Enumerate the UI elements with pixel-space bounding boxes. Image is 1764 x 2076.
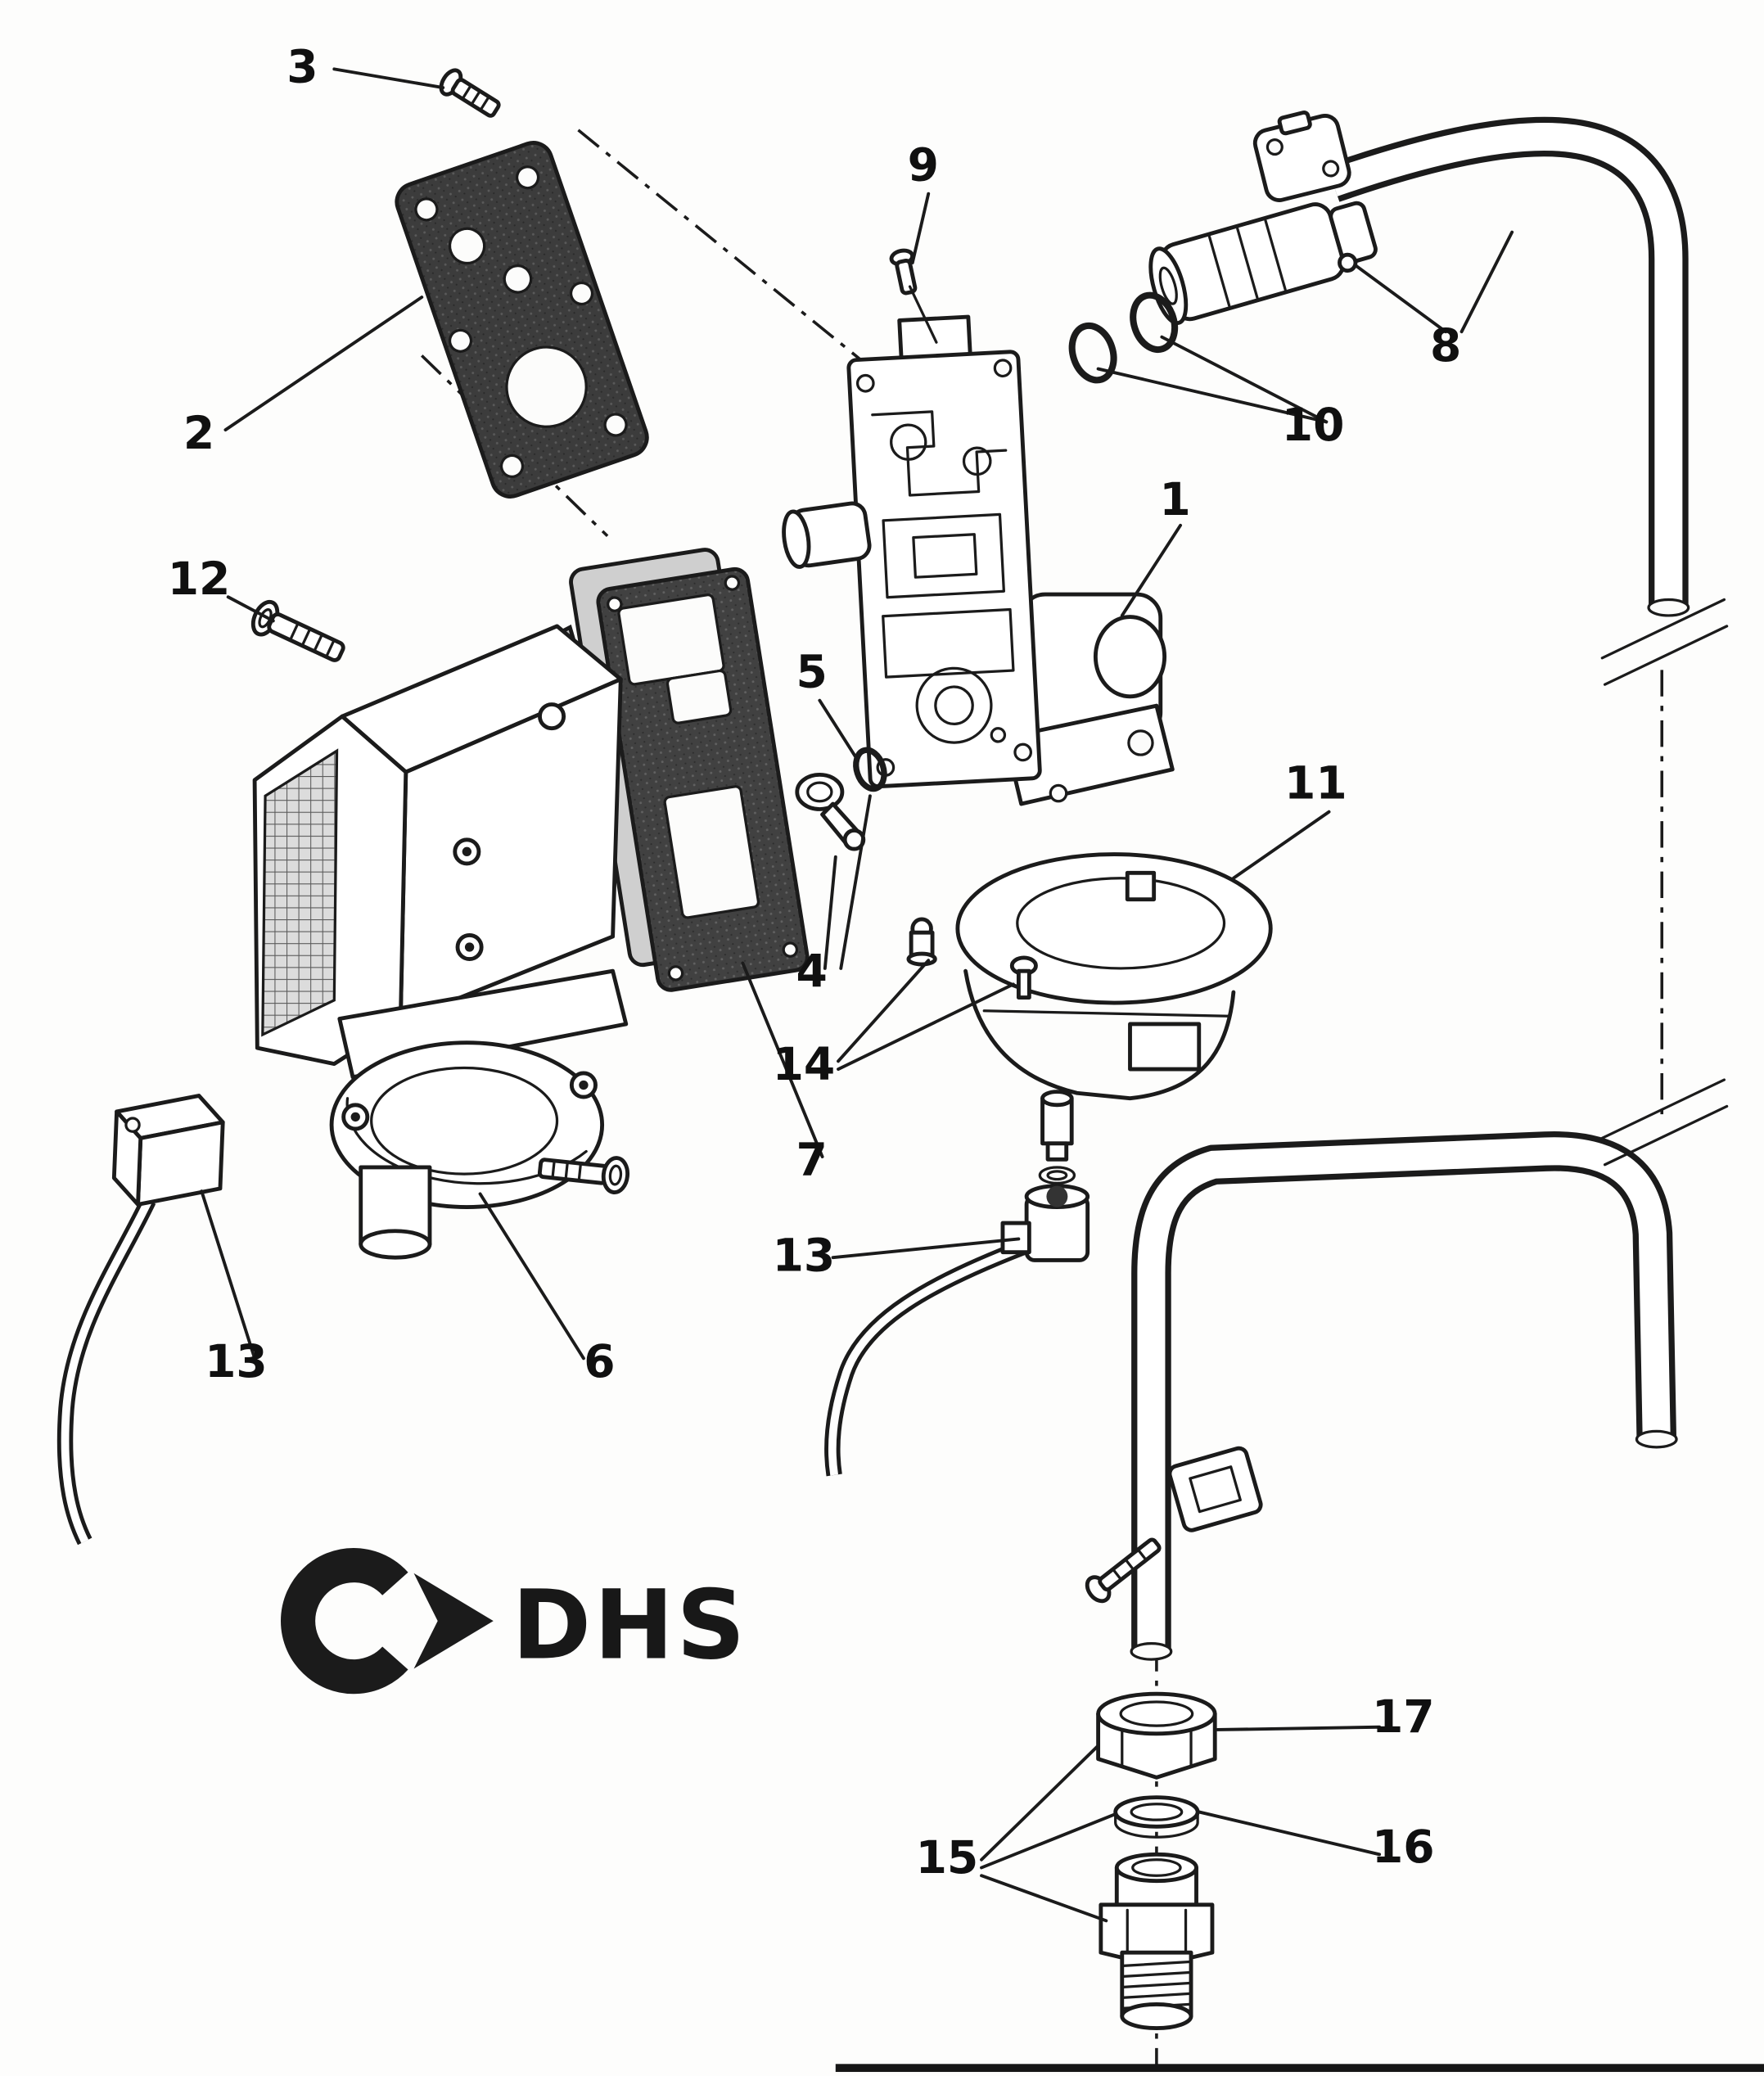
callout-label-13a: 13 <box>205 1335 268 1388</box>
callout-label-7: 7 <box>796 1134 827 1186</box>
screw-9-axis <box>908 285 938 344</box>
callout-label-10: 10 <box>1282 399 1345 451</box>
pipe-break-marks <box>1600 598 1729 1167</box>
connector-13-left <box>56 1094 225 1546</box>
screw-3 <box>439 68 501 118</box>
inlet-stub <box>782 501 872 569</box>
dhs-logo: DHS <box>281 1548 747 1695</box>
callout-label-15: 15 <box>916 1831 979 1884</box>
o-ring-under-stem <box>1038 1166 1076 1185</box>
flange-bolt <box>1338 252 1358 273</box>
callout-label-3: 3 <box>286 41 318 93</box>
callout-label-2: 2 <box>183 407 214 459</box>
pipe-clip <box>1085 1446 1263 1604</box>
callout-label-11: 11 <box>1284 757 1347 810</box>
callout-label-12: 12 <box>168 553 231 605</box>
dhs-logo-mark-arrow <box>413 1573 494 1669</box>
sensor-bits-14 <box>906 917 1038 1000</box>
elbow-13-right <box>1000 1184 1090 1262</box>
callout-leader-lines <box>200 67 1514 1923</box>
callout-label-5: 5 <box>796 645 827 697</box>
callout-label-13b: 13 <box>773 1229 836 1281</box>
o-ring-5 <box>853 747 887 792</box>
callout-label-17: 17 <box>1372 1690 1435 1743</box>
callout-label-14: 14 <box>773 1038 836 1090</box>
dhs-logo-text: DHS <box>512 1569 747 1681</box>
pipe-flange <box>1252 110 1351 202</box>
callout-label-8: 8 <box>1430 319 1461 372</box>
scan-edge-line <box>835 2064 1764 2073</box>
screw-9 <box>889 248 918 296</box>
solenoid-box-6 <box>252 624 623 1067</box>
grille-panel <box>261 748 339 1037</box>
callout-label-9: 9 <box>908 138 939 191</box>
callout-label-4: 4 <box>796 945 827 998</box>
clip-screw <box>1085 1537 1162 1604</box>
plug-5 <box>795 747 887 851</box>
union-nut-17 <box>1096 1691 1217 1780</box>
washer-16 <box>1113 1795 1200 1839</box>
callout-labels: 3 2 9 8 10 1 12 5 11 4 14 7 13 6 13 17 1… <box>168 41 1462 1884</box>
callout-label-16: 16 <box>1372 1821 1435 1873</box>
pipe-lower-arch <box>1130 1131 1678 1661</box>
callout-label-1: 1 <box>1159 473 1190 526</box>
o-rings-10 <box>1068 291 1179 384</box>
valve-plate-1 <box>846 314 1042 789</box>
valve-body-1 <box>1003 592 1175 806</box>
dhs-logo-mark-crescent <box>281 1548 408 1695</box>
screw-pump-side <box>537 1156 630 1195</box>
pump-6 <box>329 968 629 1260</box>
gasket-plate-2 <box>395 141 649 499</box>
fitting-15 <box>1099 1852 1215 2030</box>
callout-label-6: 6 <box>584 1335 615 1388</box>
pipe-coupler <box>1148 201 1378 326</box>
pipe-upper <box>1326 116 1690 617</box>
